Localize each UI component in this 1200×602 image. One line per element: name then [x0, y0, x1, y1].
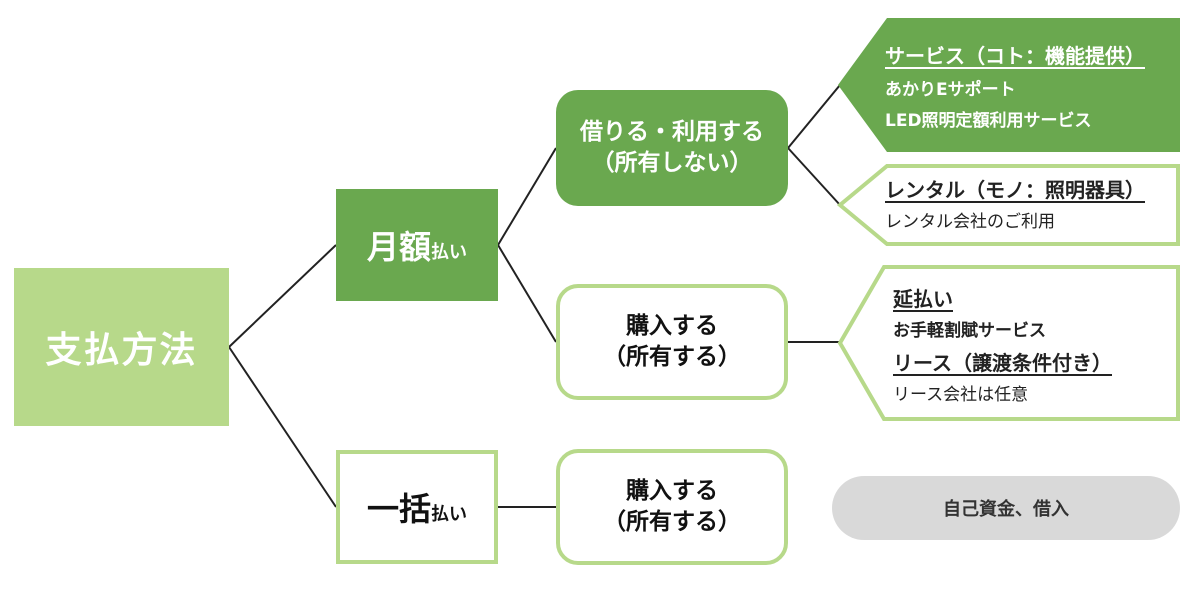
buy-lump-line1: 購入する — [626, 477, 718, 504]
lump-sum-payment-node: 一括払い — [336, 450, 498, 564]
borrow-line2: （所有しない） — [591, 150, 753, 176]
service-item: LED照明定額利用サービス — [885, 111, 1092, 131]
connector-root-monthly — [228, 244, 337, 348]
buy-lump-node: 購入する （所有する） — [556, 449, 788, 565]
deferred-text: 延払い お手軽割賦サービス リース（譲渡条件付き） リース会社は任意 — [893, 283, 1112, 405]
connector-monthly-borrow — [497, 147, 557, 246]
root-node-payment-method: 支払方法 — [14, 268, 229, 426]
monthly-label: 月額払い — [366, 228, 467, 266]
deferred-pentagon — [837, 265, 1180, 421]
own-funds-node: 自己資金、借入 — [832, 476, 1180, 540]
service-heading: サービス（コト：機能提供） — [885, 44, 1145, 68]
buy-monthly-node: 購入する （所有する） — [556, 284, 788, 400]
rental-text: レンタル（モノ：照明器具） レンタル会社のご利用 — [885, 174, 1145, 232]
lease-heading: リース（譲渡条件付き） — [893, 351, 1112, 375]
rental-pentagon — [836, 164, 1180, 246]
connector-borrow-rental — [787, 147, 841, 206]
lease-item: リース会社は任意 — [893, 385, 1029, 405]
connector-root-lump — [228, 346, 337, 508]
deferred-item: お手軽割賦サービス — [893, 321, 1046, 341]
own-funds-label: 自己資金、借入 — [943, 499, 1069, 520]
connector-monthly-buy — [497, 244, 557, 343]
buy-monthly-line2: （所有する） — [603, 344, 741, 370]
borrow-line1: 借りる・利用する — [580, 118, 764, 145]
rental-item: レンタル会社のご利用 — [885, 212, 1055, 232]
service-text: サービス（コト：機能提供） あかりEサポート LED照明定額利用サービス — [885, 40, 1145, 131]
rental-heading: レンタル（モノ：照明器具） — [885, 178, 1145, 202]
monthly-payment-node: 月額払い — [336, 189, 498, 301]
service-pentagon — [838, 18, 1180, 152]
buy-lump-line2: （所有する） — [603, 509, 741, 535]
service-item: あかりEサポート — [885, 80, 1016, 100]
root-label: 支払方法 — [45, 330, 198, 371]
buy-monthly-line1: 購入する — [626, 312, 718, 339]
lump-sum-label: 一括払い — [366, 490, 467, 528]
connector-borrow-service — [787, 84, 841, 149]
borrow-use-node: 借りる・利用する （所有しない） — [556, 90, 788, 206]
deferred-heading: 延払い — [893, 287, 953, 311]
